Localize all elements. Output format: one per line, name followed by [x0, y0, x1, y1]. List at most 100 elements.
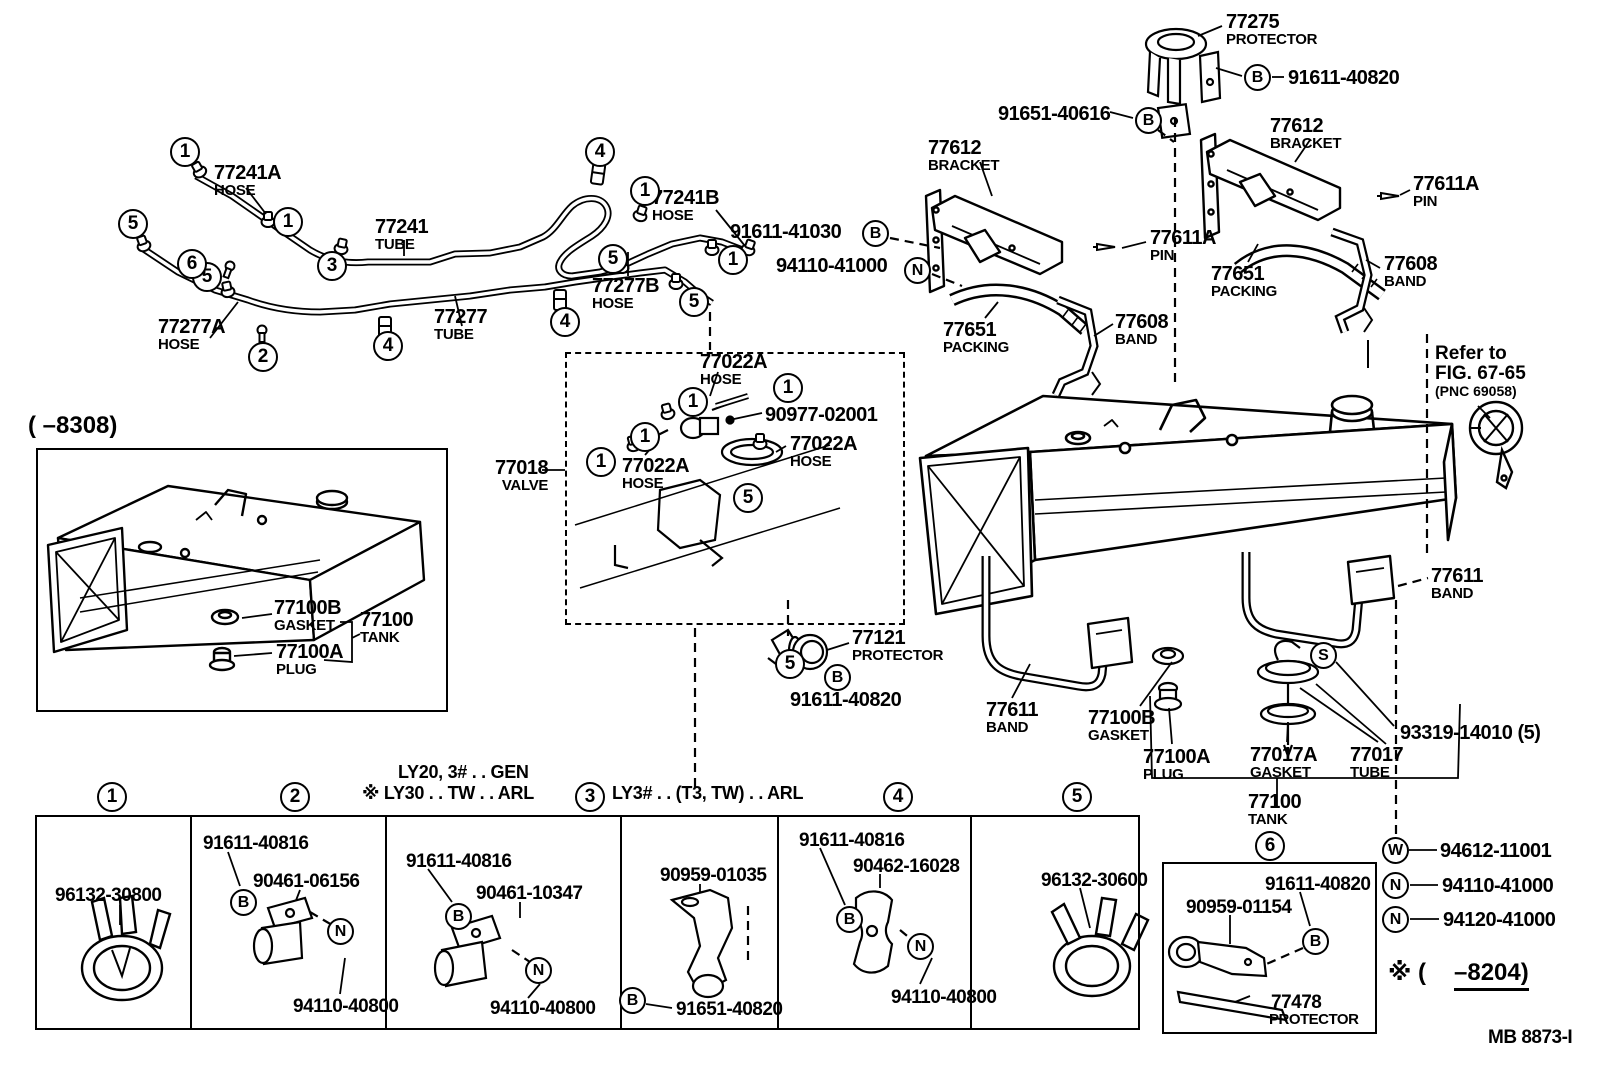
symbol-N: N — [327, 918, 354, 945]
label-91611-40820-top: 91611-40820 — [1288, 67, 1400, 89]
callout-header-6: 6 — [1255, 831, 1285, 861]
cell3a-part1: 91611-40816 — [406, 851, 512, 872]
symbol-B: B — [230, 889, 257, 916]
table-divider-5 — [970, 815, 972, 1030]
callout-4: 4 — [585, 137, 615, 167]
symbol-B: B — [1135, 107, 1162, 134]
cell4-clamp-art — [852, 890, 894, 974]
callout-1: 1 — [678, 387, 708, 417]
symbol-N: N — [525, 957, 552, 984]
callout-3: 3 — [317, 251, 347, 281]
valve-dashed-frame — [565, 352, 905, 625]
asterisk-range-note: ※ (–8204) — [1388, 958, 1529, 991]
main-tank-art — [918, 394, 1458, 616]
callout-4: 4 — [373, 331, 403, 361]
bracket-77612-right-art — [1199, 132, 1342, 240]
band-77608-left-art — [1051, 295, 1102, 397]
cell2-part3: 94110-40800 — [293, 996, 399, 1017]
cell5-part: 96132-30600 — [1041, 870, 1148, 891]
callout-header-3: 3 — [575, 782, 605, 812]
table-divider-4 — [777, 815, 779, 1030]
label-94110-41000-mid: 94110-41000 — [776, 255, 888, 277]
symbol-B: B — [824, 664, 851, 691]
cell6-part1: 91611-40820 — [1265, 874, 1371, 895]
cell1-clamp-art — [80, 894, 172, 1002]
label-inset-range: ( –8308) — [28, 412, 118, 439]
inset-leader-lines — [233, 613, 361, 663]
variant-line2-right: LY3# . . (T3, TW) . . ARL — [612, 783, 804, 803]
table-divider-1 — [190, 815, 192, 1030]
cell2-part1: 91611-40816 — [203, 833, 309, 854]
cell4-part2: 90462-16028 — [853, 856, 960, 877]
callout-5: 5 — [679, 287, 709, 317]
symbol-N-legend: N — [1382, 906, 1409, 933]
pin-77611a-left-icon — [1092, 243, 1116, 251]
table-divider-2 — [385, 815, 387, 1030]
callout-header-1: 1 — [97, 782, 127, 812]
label-refer-fig: Refer to FIG. 67-65 (PNC 69058) — [1435, 343, 1526, 399]
symbol-N: N — [904, 257, 931, 284]
callout-5: 5 — [118, 209, 148, 239]
symbol-N: N — [907, 933, 934, 960]
symbol-W-legend: W — [1382, 837, 1409, 864]
label-91611-41030: 91611-41030 — [730, 221, 842, 243]
protector-77275-art — [1144, 27, 1222, 106]
label-91651-40616: 91651-40616 — [998, 103, 1111, 125]
symbol-B: B — [619, 987, 646, 1014]
inset-frame — [36, 448, 448, 712]
table-divider-3 — [620, 815, 622, 1030]
symbol-N-legend: N — [1382, 872, 1409, 899]
callout-1: 1 — [773, 373, 803, 403]
band-77608-right-art — [1330, 227, 1374, 368]
cell3b-bracket-art — [669, 888, 734, 999]
callout-1: 1 — [630, 176, 660, 206]
cell3a-part3: 94110-40800 — [490, 998, 596, 1019]
cell6-frame — [1162, 862, 1377, 1034]
cell3b-part2: 91651-40820 — [676, 999, 783, 1020]
protector-77121-art — [767, 628, 829, 671]
callout-5: 5 — [733, 483, 763, 513]
dashed-lines — [309, 118, 1429, 968]
label-91611-40820-mid: 91611-40820 — [790, 689, 902, 711]
callout-6: 6 — [177, 249, 207, 279]
symbol-B: B — [1302, 928, 1329, 955]
legend-94612-11001: 94612-11001 — [1440, 840, 1552, 862]
legend-94120-41000: 94120-41000 — [1443, 909, 1556, 931]
callout-2: 2 — [248, 342, 278, 372]
cell6-part3-num: 77478 — [1271, 992, 1322, 1013]
symbol-S: S — [1310, 642, 1337, 669]
callout-header-2: 2 — [280, 782, 310, 812]
callout-5: 5 — [598, 244, 628, 274]
mid-small-parts-art — [1151, 639, 1320, 760]
inset-tank-art — [46, 484, 426, 672]
cell3a-part2: 90461-10347 — [476, 883, 583, 904]
symbol-B: B — [445, 903, 472, 930]
fuel-cap-art — [1468, 400, 1524, 490]
callout-4: 4 — [550, 307, 580, 337]
